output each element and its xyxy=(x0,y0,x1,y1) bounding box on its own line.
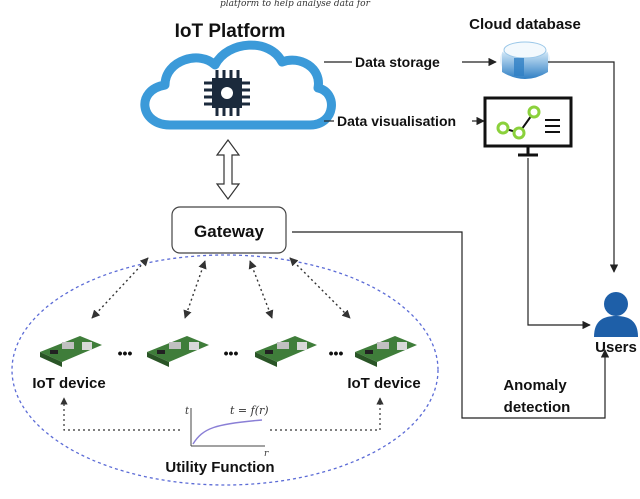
iot-device-board-2 xyxy=(147,336,209,367)
utility-function-plot: t r t = f(r) xyxy=(185,404,269,459)
utility-formula: t = f(r) xyxy=(230,404,269,417)
utility-axis-r: r xyxy=(264,449,269,459)
gw-device-link-4 xyxy=(289,257,351,319)
database-icon xyxy=(500,41,550,79)
db-to-users-line xyxy=(548,61,619,273)
utility-to-left-device-arrow xyxy=(60,397,180,431)
users-icon xyxy=(594,292,638,337)
users-label: Users xyxy=(595,339,637,356)
device-ellipsis-3: ••• xyxy=(329,345,344,361)
monitor-to-users-line xyxy=(527,158,591,330)
cloud-icon xyxy=(140,40,336,130)
gw-device-link-3 xyxy=(248,260,274,319)
iot-device-board-1 xyxy=(40,336,102,367)
data-visualisation-label: Data visualisation xyxy=(337,113,456,129)
iot-device-label-left: IoT device xyxy=(32,375,105,392)
gateway-to-users-line xyxy=(292,231,610,419)
iot-device-label-right: IoT device xyxy=(347,375,420,392)
iot-device-board-4 xyxy=(355,336,417,367)
device-ellipsis-2: ••• xyxy=(224,345,239,361)
device-ellipsis-1: ••• xyxy=(118,345,133,361)
cloud-database-title: Cloud database xyxy=(469,16,581,33)
iot-device-board-3 xyxy=(255,336,317,367)
device-cluster-ellipse xyxy=(11,254,439,486)
anomaly-label-line1: Anomaly xyxy=(503,377,567,394)
caption-fragment: platform to help analyse data for xyxy=(220,0,371,9)
utility-to-right-device-arrow xyxy=(270,397,384,431)
utility-curve xyxy=(192,419,263,445)
platform-title: IoT Platform xyxy=(175,21,286,42)
gateway-label: Gateway xyxy=(194,222,264,241)
data-storage-label: Data storage xyxy=(355,54,440,70)
platform-gateway-double-arrow xyxy=(215,138,241,201)
gateway-box xyxy=(171,206,287,254)
chip-icon xyxy=(204,70,250,116)
utility-function-label: Utility Function xyxy=(165,459,274,476)
utility-axis-t: t xyxy=(185,406,190,417)
monitor-icon xyxy=(483,96,573,157)
anomaly-label-line2: detection xyxy=(504,399,571,416)
gw-device-link-1 xyxy=(91,257,149,319)
gw-device-link-2 xyxy=(183,260,207,319)
